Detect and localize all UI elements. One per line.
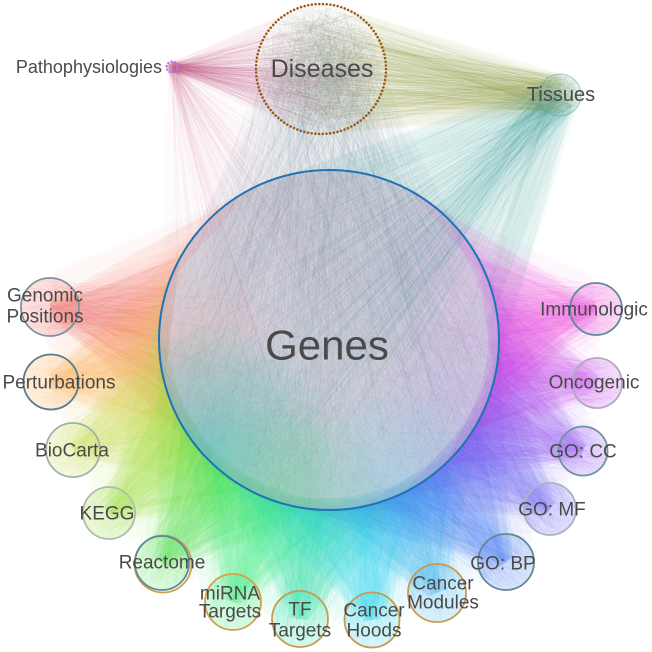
- svg-text:Tissues: Tissues: [527, 84, 595, 106]
- svg-text:Targets: Targets: [199, 602, 261, 623]
- svg-text:GO: CC: GO: CC: [549, 442, 617, 463]
- svg-text:Modules: Modules: [407, 593, 479, 614]
- svg-text:Pathophysiologies: Pathophysiologies: [16, 57, 162, 77]
- svg-text:KEGG: KEGG: [80, 504, 135, 525]
- svg-text:BioCarta: BioCarta: [35, 441, 109, 462]
- svg-text:GO: BP: GO: BP: [470, 554, 535, 575]
- svg-text:Genomic: Genomic: [7, 286, 83, 307]
- svg-text:Cancer: Cancer: [412, 574, 474, 595]
- svg-text:Oncogenic: Oncogenic: [549, 373, 640, 394]
- svg-text:miRNA: miRNA: [200, 584, 260, 605]
- svg-text:Diseases: Diseases: [271, 55, 374, 83]
- svg-text:Cancer: Cancer: [343, 601, 405, 622]
- svg-text:Targets: Targets: [269, 621, 331, 642]
- svg-text:Immunologic: Immunologic: [540, 300, 648, 321]
- svg-text:Positions: Positions: [6, 307, 83, 328]
- svg-text:TF: TF: [288, 600, 311, 621]
- svg-text:Perturbations: Perturbations: [2, 373, 115, 394]
- svg-text:Hoods: Hoods: [347, 621, 402, 642]
- svg-text:Reactome: Reactome: [119, 553, 206, 574]
- svg-text:Genes: Genes: [265, 322, 389, 369]
- svg-text:GO: MF: GO: MF: [518, 500, 586, 521]
